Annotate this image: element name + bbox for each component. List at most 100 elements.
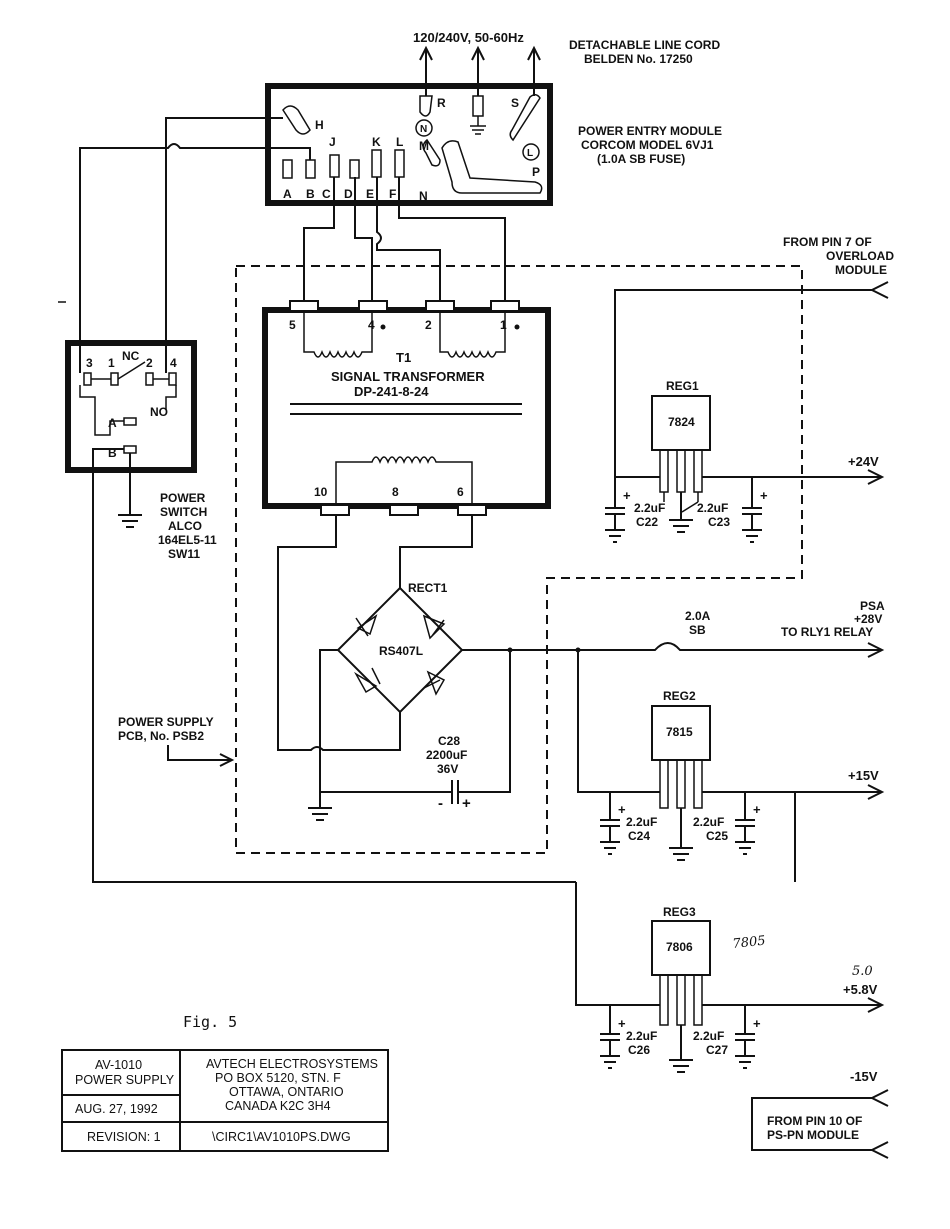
switch-title-line5: SW11 (168, 547, 200, 561)
switch-pin-4: 4 (170, 356, 177, 370)
capacitor-c28 (320, 650, 511, 804)
reg1-cin-plus: + (623, 488, 631, 503)
switch-pin-a: A (108, 416, 117, 430)
overload-line2: OVERLOAD (826, 249, 894, 263)
pem-label-r: R (437, 96, 446, 110)
reg1-output: +24V (848, 454, 879, 469)
reg2-output: +15V (848, 768, 879, 783)
reg1-cin-value: 2.2uF (634, 501, 665, 515)
overload-input-wire (614, 281, 889, 477)
rect1-ref: RECT1 (408, 581, 448, 595)
line-cord-line1: DETACHABLE LINE CORD (569, 38, 720, 52)
reg2-ref: REG2 (663, 689, 696, 703)
reg2-cout-plus: + (753, 802, 761, 817)
t1-pin-2: 2 (425, 318, 432, 332)
reg3-cout-plus: + (753, 1016, 761, 1031)
reg2-input-junction (575, 882, 660, 1006)
psa-line1: PSA (860, 599, 885, 613)
psb-line1: POWER SUPPLY (118, 715, 214, 729)
pem-label-d: D (344, 187, 353, 201)
tb-company-line1: AVTECH ELECTROSYSTEMS (206, 1057, 378, 1071)
minus15-line1: FROM PIN 10 OF (767, 1114, 862, 1128)
regulator-reg1 (605, 395, 885, 543)
mains-arrows (419, 45, 541, 96)
primary-wiring (303, 177, 506, 301)
reg3-ref: REG3 (663, 905, 696, 919)
tb-revision: REVISION: 1 (87, 1130, 161, 1144)
psa-line2: +28V (854, 612, 882, 626)
switch-title-line2: SWITCH (160, 505, 207, 519)
pem-label-m: M (419, 139, 429, 153)
pem-label-j: J (329, 135, 336, 149)
regulator-reg2 (600, 705, 885, 882)
t1-pin-6: 6 (457, 485, 464, 499)
switch-title-line1: POWER (160, 491, 206, 505)
reg3-labels: REG3 7806 +5.8V 2.2uF C26 2.2uF C27 + + (618, 905, 878, 1057)
tb-file: \CIRC1\AV1010PS.DWG (212, 1130, 351, 1144)
tb-title-line2: POWER SUPPLY (75, 1073, 175, 1087)
tb-company-line2: PO BOX 5120, STN. F (215, 1071, 341, 1085)
pem-label-b: B (306, 187, 315, 201)
tb-title-line1: AV-1010 (95, 1058, 142, 1072)
reg1-cout-plus: + (760, 488, 768, 503)
t1-pin-8: 8 (392, 485, 399, 499)
switch-title-line4: 164EL5-11 (158, 533, 217, 547)
reg2-cin-value: 2.2uF (626, 815, 657, 829)
regulator-reg3 (600, 920, 885, 1073)
pem-terminal-labels: A B C D E F H J K L M N P R S N L (283, 96, 540, 203)
overload-line1: FROM PIN 7 OF (783, 235, 872, 249)
reg2-cin-plus: + (618, 802, 626, 817)
reg1-labels: REG1 7824 +24V 2.2uF C22 2.2uF C23 + + (623, 379, 879, 529)
pem-label-a: A (283, 187, 292, 201)
pem-label-k: K (372, 135, 381, 149)
handwritten-7805: 7805 (732, 934, 766, 952)
pem-label-f: F (389, 187, 396, 201)
switch-pin-b: B (108, 446, 117, 460)
handwritten-5v: 5.0 (852, 964, 873, 979)
c28-voltage: 36V (437, 762, 458, 776)
minus15-line2: PS-PN MODULE (767, 1128, 859, 1142)
reg3-cout-value: 2.2uF (693, 1029, 724, 1043)
mains-voltage: 120/240V, 50-60Hz (413, 30, 524, 45)
pem-label-l: L (396, 135, 403, 149)
overload-line3: MODULE (835, 263, 887, 277)
t1-pin-5: 5 (289, 318, 296, 332)
pem-title-line2: CORCOM MODEL 6VJ1 (581, 138, 714, 152)
pem-label-n: N (419, 189, 428, 203)
fuse-type: SB (689, 623, 706, 637)
reg1-part: 7824 (668, 415, 695, 429)
psb-pointer-arrow (167, 745, 235, 767)
t1-pin-4: 4 (368, 318, 375, 332)
reg2-cout-ref: C25 (706, 829, 728, 843)
pem-title-line3: (1.0A SB FUSE) (597, 152, 685, 166)
reg1-cout-value: 2.2uF (697, 501, 728, 515)
pem-label-e: E (366, 187, 374, 201)
transformer-labels: 5 4 2 1 10 8 6 T1 SIGNAL TRANSFORMER DP-… (289, 318, 507, 499)
t1-pin-10: 10 (314, 485, 328, 499)
reg1-cout-ref: C23 (708, 515, 730, 529)
t1-name: SIGNAL TRANSFORMER (331, 369, 485, 384)
bridge-rectifier (277, 515, 473, 792)
reg1-ref: REG1 (666, 379, 699, 393)
pem-label-p: P (532, 165, 540, 179)
c28-value: 2200uF (426, 748, 467, 762)
title-block-text: AV-1010 POWER SUPPLY AUG. 27, 1992 REVIS… (75, 1057, 378, 1144)
psa-rail (462, 642, 885, 793)
switch-pin-nc: NC (122, 349, 140, 363)
figure-label: Fig. 5 (183, 1013, 237, 1031)
reg3-cin-plus: + (618, 1016, 626, 1031)
switch-pin-3: 3 (86, 356, 93, 370)
fuse-rating: 2.0A (685, 609, 711, 623)
pem-title-line1: POWER ENTRY MODULE (578, 124, 722, 138)
minus15-input-wire (751, 1089, 889, 1159)
t1-pin-1: 1 (500, 318, 507, 332)
reg3-cin-value: 2.2uF (626, 1029, 657, 1043)
pem-label-h: H (315, 118, 324, 132)
pem-label-s: S (511, 96, 519, 110)
reg2-cin-ref: C24 (628, 829, 650, 843)
c28-ref: C28 (438, 734, 460, 748)
tb-date: AUG. 27, 1992 (75, 1102, 158, 1116)
reg3-output: +5.8V (843, 982, 878, 997)
psb-line2: PCB, No. PSB2 (118, 729, 204, 743)
